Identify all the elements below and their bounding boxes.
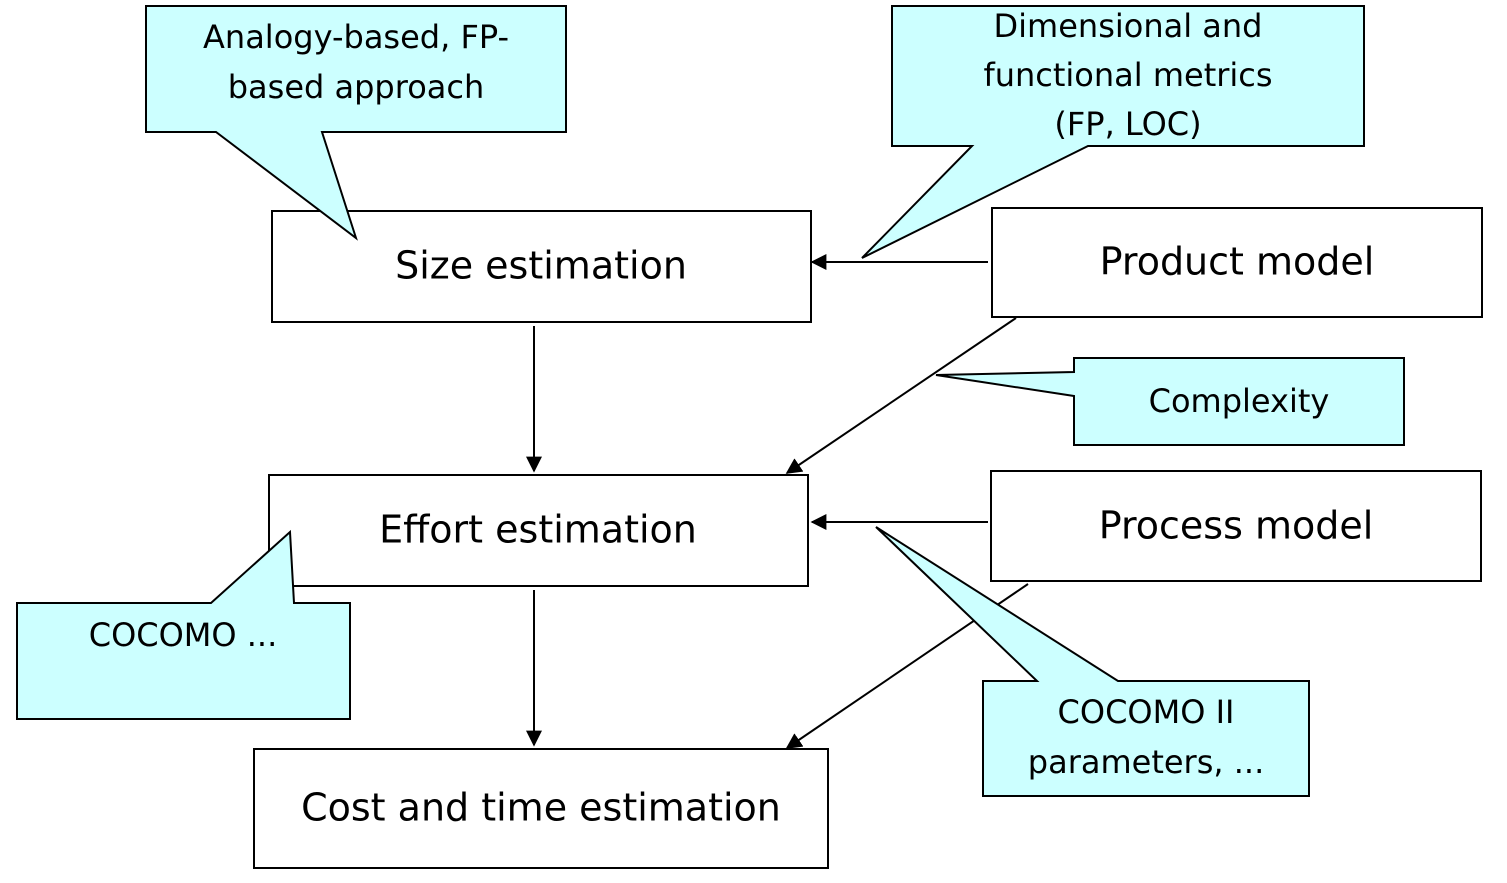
callout-analogy-approach: Analogy-based, FP- based approach: [145, 5, 567, 241]
callout-line: functional metrics: [983, 56, 1272, 94]
node-label: Size estimation: [395, 244, 687, 288]
node-label: Process model: [1099, 504, 1374, 548]
node-product-model: Product model: [991, 207, 1483, 318]
callout-line: Analogy-based, FP-: [203, 18, 509, 56]
callout-line: (FP, LOC): [1054, 105, 1201, 143]
callout-cocomo: COCOMO ...: [16, 529, 351, 720]
callout-complexity: Complexity: [935, 357, 1405, 446]
callout-line: COCOMO ...: [89, 616, 278, 654]
node-size-estimation: Size estimation: [271, 210, 812, 323]
callout-line: COCOMO II: [1058, 693, 1235, 731]
node-cost-time-estimation: Cost and time estimation: [253, 748, 829, 869]
callout-line: based approach: [228, 68, 485, 106]
callout-line: Complexity: [1149, 382, 1330, 420]
callout-line: parameters, ...: [1028, 743, 1264, 781]
callout-dimensional-metrics: Dimensional and functional metrics (FP, …: [861, 5, 1365, 259]
node-label: Effort estimation: [379, 508, 697, 552]
callout-line: Dimensional and: [994, 7, 1263, 45]
node-label: Product model: [1100, 240, 1375, 284]
node-process-model: Process model: [990, 470, 1482, 582]
node-effort-estimation: Effort estimation: [268, 474, 809, 587]
callout-cocomo-ii-parameters: COCOMO II parameters, ...: [875, 526, 1310, 797]
node-label: Cost and time estimation: [301, 786, 781, 830]
arrow-product-to-effort: [785, 317, 1017, 474]
